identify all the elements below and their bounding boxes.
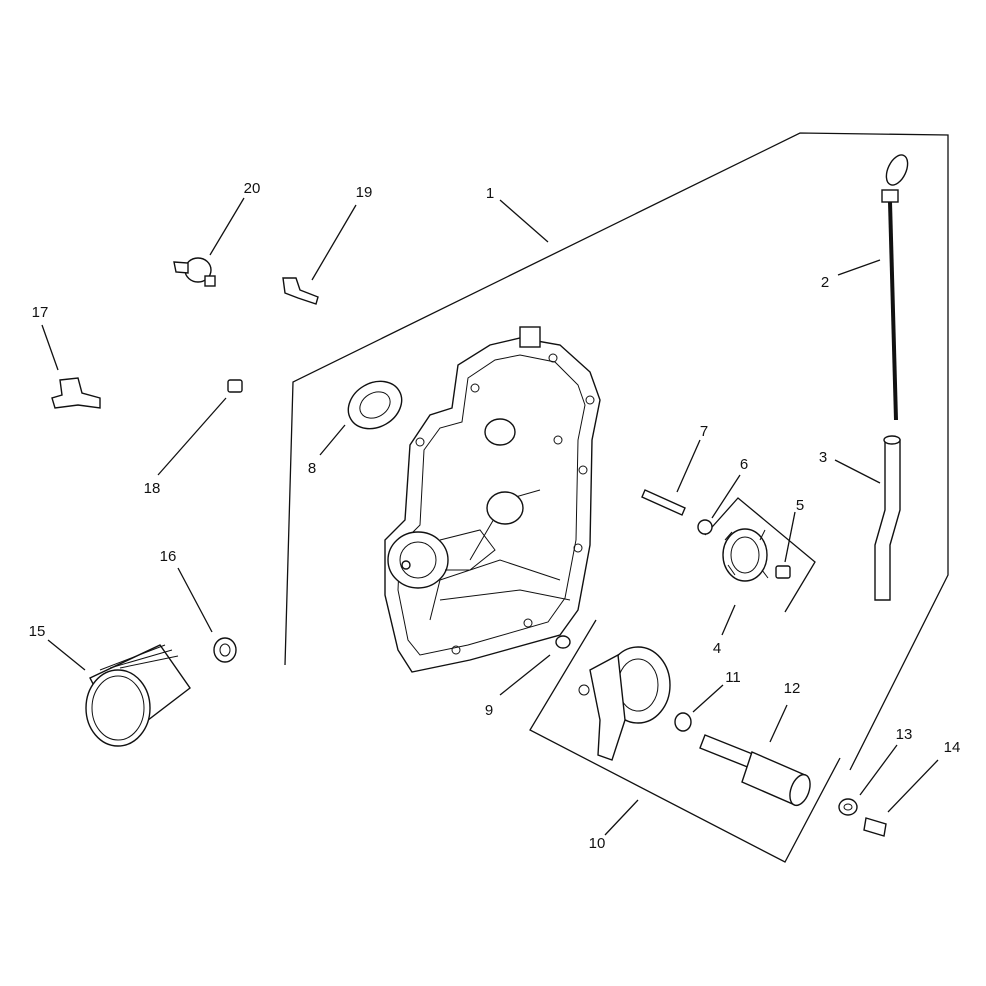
callout-6: 6	[740, 456, 748, 473]
callout-10: 10	[589, 835, 606, 852]
callout-18: 18	[144, 480, 161, 497]
oil-pickup	[699, 734, 811, 807]
pin	[641, 489, 686, 516]
oil-pump-boundary	[529, 619, 841, 863]
callout-19: 19	[356, 184, 373, 201]
gear	[722, 528, 769, 582]
callout-4: 4	[713, 640, 721, 657]
oil-fitting	[213, 637, 237, 663]
callout-5: 5	[796, 497, 804, 514]
drain-bolt	[863, 817, 887, 837]
oil-filter	[85, 644, 191, 747]
callout-1: 1	[486, 185, 494, 202]
callout-11: 11	[725, 669, 741, 686]
callout-17: 17	[32, 304, 49, 321]
dipstick	[881, 154, 909, 421]
callout-8: 8	[308, 460, 316, 477]
oil-pressure-sensor	[173, 257, 216, 287]
callout-13: 13	[896, 726, 913, 743]
assembly-boundary	[284, 132, 949, 771]
oil-pump	[578, 646, 671, 761]
callout-12: 12	[784, 680, 801, 697]
dipstick-tube	[874, 435, 901, 601]
o-ring-11	[674, 712, 692, 732]
pipe-plug	[227, 379, 243, 393]
clip	[697, 519, 713, 535]
crankcase-cover	[384, 326, 601, 673]
gear-boundary	[704, 497, 816, 613]
gear-bolt	[775, 565, 791, 579]
callout-15: 15	[29, 623, 46, 640]
callout-7: 7	[700, 423, 708, 440]
bolt	[282, 277, 319, 305]
callout-20: 20	[244, 180, 261, 197]
callout-16: 16	[160, 548, 177, 565]
oil-seal	[347, 380, 403, 430]
leader-lines	[41, 197, 939, 836]
elbow-fitting	[51, 377, 101, 409]
o-ring-9	[555, 635, 571, 649]
callout-2: 2	[821, 274, 829, 291]
callout-14: 14	[944, 739, 961, 756]
callout-3: 3	[819, 449, 827, 466]
callout-9: 9	[485, 702, 493, 719]
washer	[838, 798, 858, 816]
